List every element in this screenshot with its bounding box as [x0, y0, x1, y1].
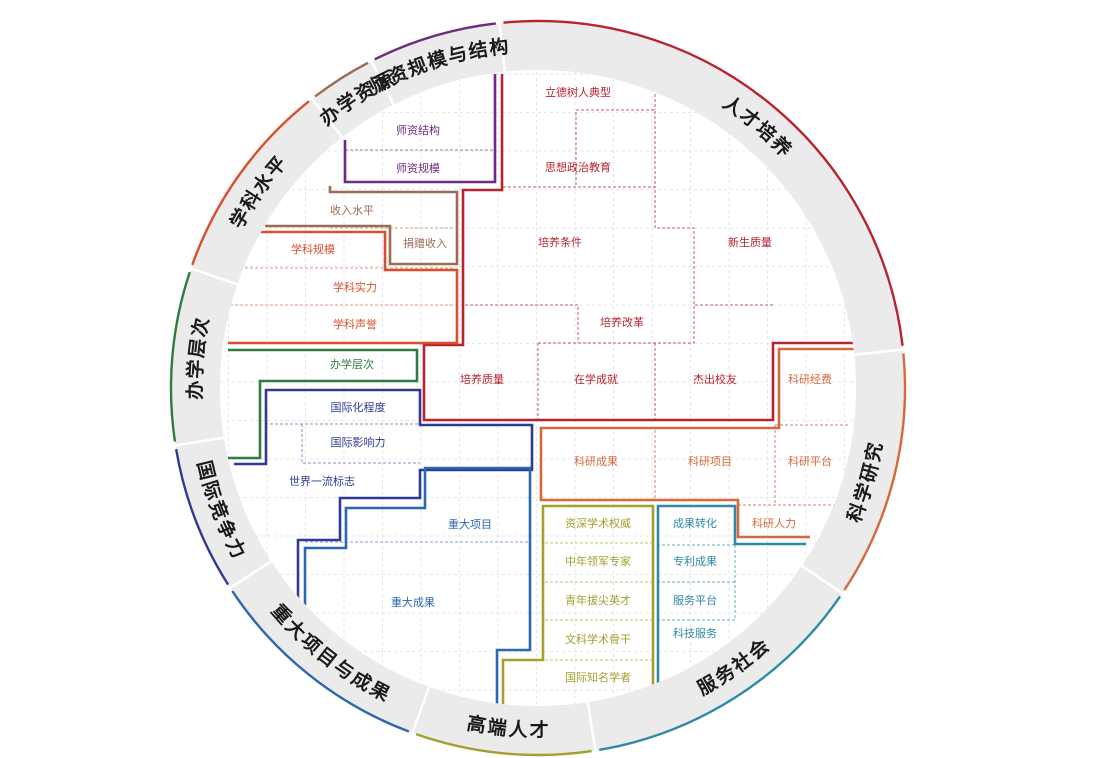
ring-arc-faculty	[374, 22, 496, 61]
cell-school_level: 办学层次	[330, 357, 374, 371]
cell-major_projects: 重大项目	[448, 517, 492, 531]
ring-label-faculty: 构	[488, 35, 510, 60]
ring-arc-discipline	[191, 100, 310, 266]
ring-arc-major_projects	[231, 590, 410, 733]
ring-arc-school_level	[169, 271, 191, 442]
cell-major_projects: 重大成果	[391, 595, 435, 609]
cell-talent_training: 培养条件	[538, 235, 582, 249]
cell-talent_training: 杰出校友	[693, 372, 737, 386]
cell-top_talent: 文科学术骨干	[565, 632, 631, 646]
cell-faculty: 师资规模	[396, 161, 440, 175]
ring-label-top_talent: 人	[508, 718, 529, 741]
ring-label-school_level: 层	[186, 336, 210, 358]
cell-research: 科研人力	[752, 516, 796, 530]
ring-label-research: 究	[861, 440, 887, 464]
cell-talent_training: 培养改革	[600, 315, 644, 329]
ring-arc-top_talent	[415, 733, 592, 757]
cell-top_talent: 青年拔尖英才	[565, 593, 631, 607]
cell-social_service: 科技服务	[673, 626, 717, 640]
cell-talent_training: 培养质量	[460, 372, 504, 386]
ring-label-school_level: 学	[184, 358, 208, 379]
cell-international: 世界一流标志	[289, 474, 355, 488]
cell-resources: 收入水平	[330, 203, 374, 217]
ring-label-faculty: 结	[467, 37, 491, 63]
ring-arc-resources	[314, 61, 369, 98]
ring-label-top_talent: 才	[530, 718, 550, 741]
ring-label-top_talent: 高	[465, 711, 489, 737]
cell-research: 科研项目	[688, 454, 732, 468]
cell-discipline: 学科声誉	[333, 317, 377, 331]
cell-talent_training: 思想政治教育	[545, 160, 611, 174]
cell-talent_training: 立德树人典型	[545, 85, 611, 99]
ring-label-faculty: 与	[446, 42, 471, 68]
ring-arc-talent_training	[503, 19, 904, 346]
cell-social_service: 成果转化	[673, 516, 717, 530]
cell-social_service: 专利成果	[673, 554, 717, 568]
cell-top_talent: 资深学术权威	[565, 516, 631, 530]
ring-label-school_level: 办	[183, 380, 206, 400]
cell-talent_training: 在学成就	[574, 372, 618, 386]
ring-arc-research	[843, 353, 907, 591]
outer-ring	[169, 19, 907, 757]
cell-talent_training: 新生质量	[728, 235, 772, 249]
cell-top_talent: 中年领军专家	[565, 554, 631, 568]
cell-research: 科研经费	[788, 372, 832, 386]
cell-faculty: 师资结构	[396, 123, 440, 137]
cell-discipline: 学科规模	[291, 242, 335, 256]
cell-top_talent: 国际知名学者	[565, 670, 631, 684]
cell-research: 科研平台	[788, 454, 832, 468]
cell-research: 科研成果	[574, 454, 618, 468]
cell-resources: 捐赠收入	[403, 236, 447, 250]
cell-discipline: 学科实力	[333, 280, 377, 294]
cell-international: 国际影响力	[331, 436, 386, 449]
ring-arc-international	[174, 449, 230, 586]
ring-label-top_talent: 端	[486, 715, 509, 740]
ring-arc-social_service	[599, 595, 842, 752]
cell-international: 国际化程度	[331, 400, 386, 414]
zone-outlines	[228, 74, 856, 706]
cell-dividers	[230, 74, 850, 661]
cell-social_service: 服务平台	[673, 593, 717, 607]
ring-label-school_level: 次	[187, 315, 213, 339]
